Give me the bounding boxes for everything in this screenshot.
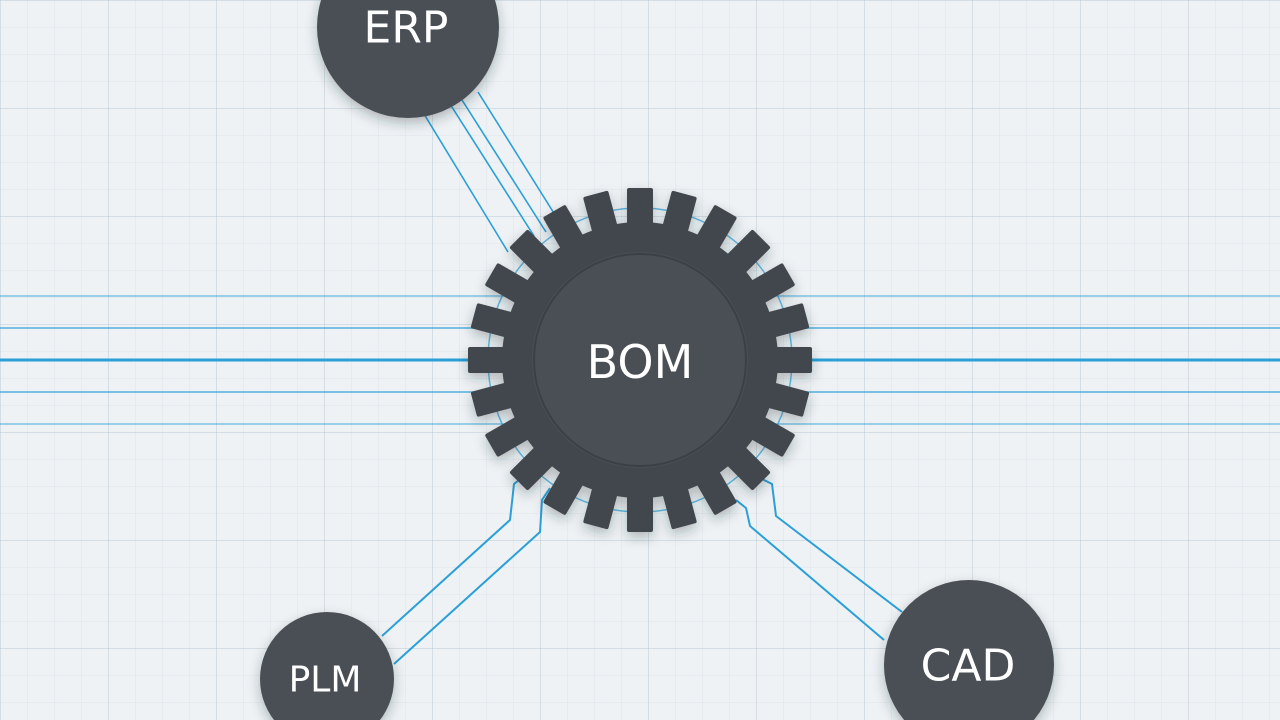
plm-node-label: PLM <box>289 660 362 701</box>
gear-tooth <box>768 347 812 373</box>
erp-node-label: ERP <box>364 3 449 54</box>
cad-node-label: CAD <box>921 641 1016 692</box>
connector-plm <box>381 467 551 665</box>
connector-cad <box>735 475 903 641</box>
plm-node-circle <box>260 612 394 720</box>
hub-core <box>532 252 748 468</box>
cad-node-circle <box>884 580 1054 720</box>
erp-node: ERP <box>317 0 499 118</box>
bom-hub: BOM <box>468 188 812 532</box>
hub-core-inner <box>533 253 747 467</box>
cad-node: CAD <box>884 580 1054 720</box>
plm-node: PLM <box>260 612 394 720</box>
gear-tooth <box>627 488 653 532</box>
gear-tooth <box>627 188 653 232</box>
hub-label: BOM <box>587 335 694 389</box>
gear-tooth <box>468 347 512 373</box>
erp-node-circle <box>317 0 499 118</box>
connector-erp <box>423 91 563 253</box>
